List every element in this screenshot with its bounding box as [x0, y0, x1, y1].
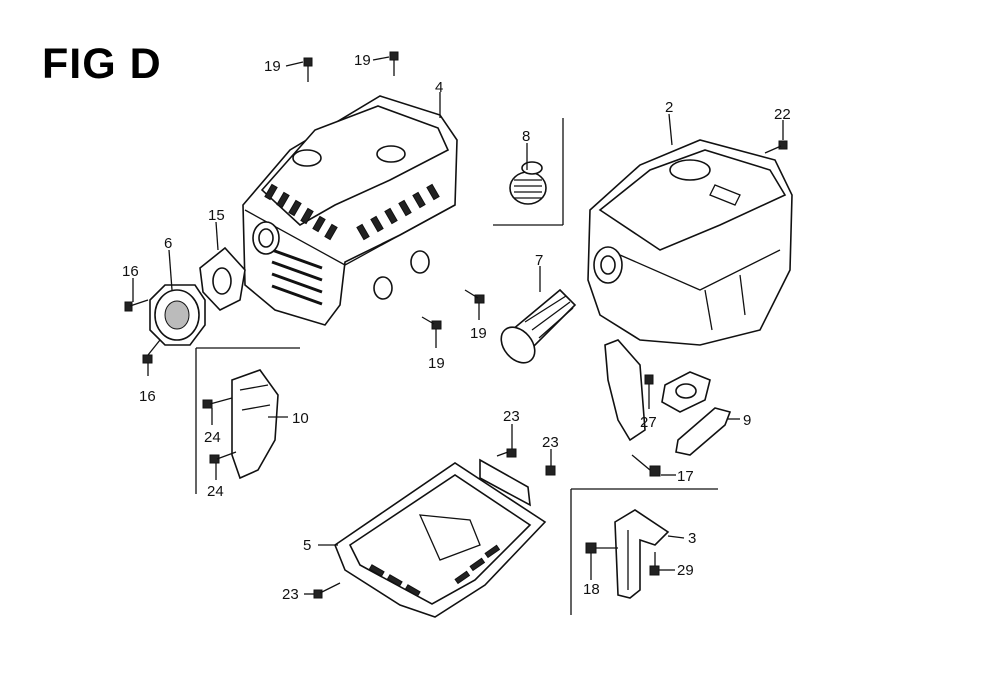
bolt-icon: [764, 140, 788, 154]
callout-10: 10: [292, 410, 309, 427]
vent-slots-left: [264, 183, 338, 241]
callout-17: 17: [677, 468, 694, 485]
bolt-icon: [303, 57, 313, 82]
spark-arrester-part-7: [500, 288, 577, 364]
callout-labels: 19 19 4 8 2 22 15 6 16 16 19 19 7 10 24 …: [122, 52, 791, 603]
callout-22: 22: [774, 106, 791, 123]
side-grille: [271, 248, 323, 306]
leader-lines: [132, 56, 784, 595]
bolt-icon: [585, 542, 618, 554]
lower-protector-part-5: [334, 458, 547, 618]
callout-5: 5: [303, 537, 311, 554]
heat-shield-part-10: [231, 369, 279, 480]
figure-title: FIG D: [42, 40, 162, 88]
bolt-icon: [202, 397, 233, 409]
bolt-icon: [464, 289, 485, 304]
plug-part-8: [509, 161, 547, 205]
callout-23: 23: [542, 434, 559, 451]
bolt-icons: [124, 51, 788, 599]
callout-16: 16: [122, 263, 139, 280]
bolt-icon: [209, 451, 237, 464]
callout-7: 7: [535, 252, 543, 269]
callout-16: 16: [139, 388, 156, 405]
callout-9: 9: [743, 412, 751, 429]
bolt-icon: [421, 316, 442, 330]
muffler-part-2: [587, 139, 793, 346]
bolt-icon: [313, 582, 341, 599]
group-bracket-10: [195, 347, 300, 494]
callout-19: 19: [470, 325, 487, 342]
gasket-ring-part-15: [199, 246, 246, 311]
bolt-icon: [649, 552, 660, 576]
vent-slots-right: [356, 183, 440, 241]
muffler-stay: [604, 339, 646, 442]
callout-2: 2: [665, 99, 673, 116]
callout-27: 27: [640, 414, 657, 431]
bolt-icon: [124, 299, 149, 312]
bottom-slots: [368, 544, 501, 597]
callout-19: 19: [264, 58, 281, 75]
callout-8: 8: [522, 128, 530, 145]
bolt-icon: [389, 51, 399, 76]
callout-24: 24: [207, 483, 224, 500]
bolt-icon: [631, 454, 661, 477]
bolt-icon: [142, 339, 161, 364]
callout-3: 3: [688, 530, 696, 547]
group-bracket-8: [493, 118, 564, 226]
gasket-part-9: [661, 371, 732, 456]
callout-24: 24: [204, 429, 221, 446]
bracket-part-3: [614, 509, 670, 599]
callout-19: 19: [428, 355, 445, 372]
callout-6: 6: [164, 235, 172, 252]
bolt-icon: [496, 448, 517, 458]
muffler-protector-part-4: [242, 95, 458, 326]
callout-19: 19: [354, 52, 371, 69]
callout-18: 18: [583, 581, 600, 598]
bolt-icon: [545, 465, 556, 476]
callout-29: 29: [677, 562, 694, 579]
callout-15: 15: [208, 207, 225, 224]
group-bracket-3: [570, 488, 718, 615]
end-cap-part-6: [149, 284, 206, 346]
callout-4: 4: [435, 79, 443, 96]
callout-23: 23: [503, 408, 520, 425]
bolt-icon: [644, 374, 654, 385]
callout-23: 23: [282, 586, 299, 603]
